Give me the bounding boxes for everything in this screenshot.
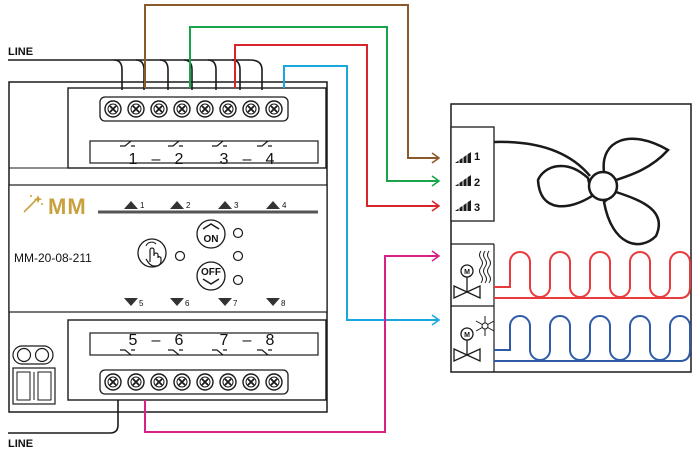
- wire-cyan: [283, 65, 441, 326]
- terminal-screw: [265, 100, 283, 118]
- fan-speed-2-label: 2: [474, 177, 480, 189]
- touch-button[interactable]: [137, 238, 167, 268]
- touch-led: [174, 250, 186, 262]
- terminal-screw: [150, 100, 168, 118]
- relay-dash: –: [243, 151, 252, 168]
- off-led: [232, 274, 244, 286]
- svg-text:M: M: [464, 332, 470, 339]
- terminal-screw: [173, 100, 191, 118]
- touch-hand-icon: [145, 241, 162, 267]
- terminal-screw: [242, 100, 260, 118]
- relay-6-label: 6: [175, 332, 184, 349]
- motor-valve-icon: M: [453, 264, 481, 300]
- terminal-screw: [219, 373, 237, 391]
- indicator-4-label: 4: [282, 201, 287, 210]
- indicator-8-label: 8: [281, 299, 286, 308]
- relay-dash: –: [152, 332, 161, 349]
- indicator-2-label: 2: [186, 201, 191, 210]
- motor-valve-icon: M: [453, 327, 481, 363]
- on-button[interactable]: ON: [196, 219, 226, 249]
- terminal-screw: [127, 373, 145, 391]
- off-label: OFF: [201, 267, 221, 278]
- fan-speed-selector: 1 2 3: [455, 151, 480, 214]
- terminal-screw: [196, 373, 214, 391]
- on-label: ON: [204, 234, 219, 245]
- relay-2-label: 2: [175, 151, 184, 168]
- terminal-strip-top: [99, 96, 289, 122]
- on-led: [232, 227, 244, 239]
- terminal-screw: [265, 373, 283, 391]
- line-bottom-label: LINE: [8, 438, 33, 450]
- terminal-strip-bottom: [99, 369, 289, 395]
- service-connector: [12, 345, 56, 405]
- terminal-screw: [104, 373, 122, 391]
- model-number: MM-20-08-211: [14, 251, 92, 265]
- heating-coil: [494, 251, 691, 299]
- relay-8-label: 8: [266, 332, 275, 349]
- sparkle-logo-icon: [23, 195, 43, 213]
- cooling-coil: [494, 315, 691, 362]
- svg-text:M: M: [464, 269, 470, 276]
- logo-text: MM: [48, 194, 87, 219]
- relay-5-label: 5: [129, 332, 138, 349]
- indicator-6-label: 6: [185, 299, 190, 308]
- terminal-screw: [150, 373, 168, 391]
- line-top-label: LINE: [8, 46, 33, 58]
- fan-icon: [493, 137, 670, 246]
- terminal-screw: [242, 373, 260, 391]
- wire-brown: [144, 4, 441, 164]
- terminal-screw: [219, 100, 237, 118]
- status-led: [232, 250, 244, 262]
- indicator-3-label: 3: [234, 201, 239, 210]
- relay-dash: –: [152, 151, 161, 168]
- fan-speed-3-label: 3: [474, 202, 480, 214]
- relay-4-label: 4: [266, 151, 275, 168]
- controller-module: [8, 81, 328, 413]
- indicators-top: 1 2 3 4: [124, 201, 287, 210]
- indicator-7-label: 7: [233, 299, 238, 308]
- relay-1-label: 1: [129, 151, 138, 168]
- line-wire-bottom: LINE: [8, 400, 119, 450]
- relay-dash: –: [243, 332, 252, 349]
- terminal-screw: [127, 100, 145, 118]
- relay-3-label: 3: [220, 151, 229, 168]
- snowflake-icon: [475, 316, 495, 336]
- fan-speed-1-label: 1: [474, 151, 480, 163]
- terminal-screw: [173, 373, 191, 391]
- indicator-5-label: 5: [139, 299, 144, 308]
- indicators-bottom: 5 6 7 8: [124, 298, 286, 308]
- wire-magenta: [144, 250, 441, 433]
- relay-labels-top: 1 – 2 3 – 4: [89, 140, 319, 168]
- heat-waves-icon: [479, 250, 491, 284]
- terminal-screw: [104, 100, 122, 118]
- relay-7-label: 7: [220, 332, 229, 349]
- terminal-screw: [196, 100, 214, 118]
- wire-red: [234, 44, 441, 212]
- brand-logo: MM: [23, 194, 318, 219]
- off-button[interactable]: OFF: [196, 261, 226, 291]
- indicator-1-label: 1: [140, 201, 145, 210]
- wire-green: [189, 26, 441, 187]
- relay-labels-bottom: 5 – 6 7 – 8: [89, 332, 319, 356]
